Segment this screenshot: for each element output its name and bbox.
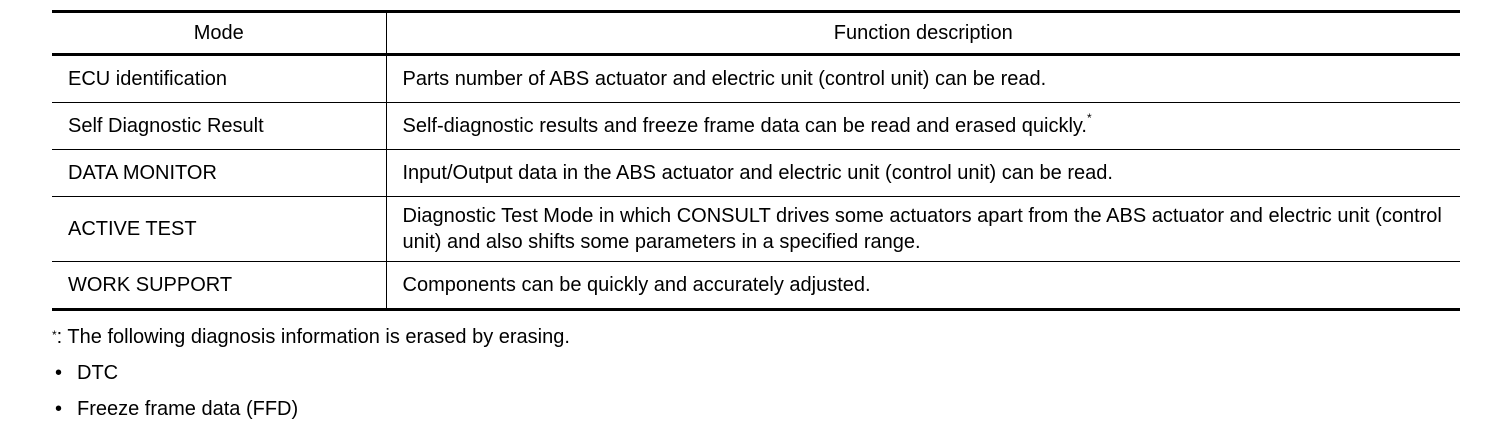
function-cell: Diagnostic Test Mode in which CONSULT dr… <box>386 196 1460 262</box>
table-row: ECU identification Parts number of ABS a… <box>52 54 1460 103</box>
header-function-description: Function description <box>386 10 1460 56</box>
function-cell: Components can be quickly and accurately… <box>386 261 1460 311</box>
bullet-icon: • <box>55 362 63 384</box>
footnote-line: *: The following diagnosis information i… <box>52 326 570 348</box>
list-item: • DTC <box>52 355 1460 391</box>
header-mode: Mode <box>52 10 387 56</box>
mode-cell: Self Diagnostic Result <box>52 102 387 150</box>
function-text: Diagnostic Test Mode in which CONSULT dr… <box>402 205 1442 253</box>
table-row: ACTIVE TEST Diagnostic Test Mode in whic… <box>52 196 1460 262</box>
consult-mode-table: Mode Function description ECU identifica… <box>52 10 1460 311</box>
table-row: WORK SUPPORT Components can be quickly a… <box>52 261 1460 311</box>
mode-cell: DATA MONITOR <box>52 149 387 197</box>
bullet-icon: • <box>55 398 63 420</box>
table-header-row: Mode Function description <box>52 10 1460 56</box>
function-text: Input/Output data in the ABS actuator an… <box>402 162 1113 184</box>
list-item-text: Freeze frame data (FFD) <box>77 398 299 420</box>
table-row: DATA MONITOR Input/Output data in the AB… <box>52 149 1460 197</box>
list-item-text: DTC <box>77 362 119 384</box>
function-text: Parts number of ABS actuator and electri… <box>402 68 1047 90</box>
table-row: Self Diagnostic Result Self-diagnostic r… <box>52 102 1460 150</box>
footnote-text: : The following diagnosis information is… <box>56 326 570 348</box>
function-text: Self-diagnostic results and freeze frame… <box>402 115 1087 137</box>
function-text: Components can be quickly and accurately… <box>402 274 871 296</box>
function-cell: Parts number of ABS actuator and electri… <box>386 54 1460 103</box>
document-page: Mode Function description ECU identifica… <box>52 10 1460 427</box>
function-cell: Input/Output data in the ABS actuator an… <box>386 149 1460 197</box>
mode-cell: ACTIVE TEST <box>52 196 387 262</box>
mode-cell: ECU identification <box>52 54 387 103</box>
function-cell: Self-diagnostic results and freeze frame… <box>386 102 1460 150</box>
footnote-mark: * <box>1086 111 1092 126</box>
list-item: • Freeze frame data (FFD) <box>52 391 1460 427</box>
mode-cell: WORK SUPPORT <box>52 261 387 311</box>
footnote-section: *: The following diagnosis information i… <box>52 319 1460 427</box>
